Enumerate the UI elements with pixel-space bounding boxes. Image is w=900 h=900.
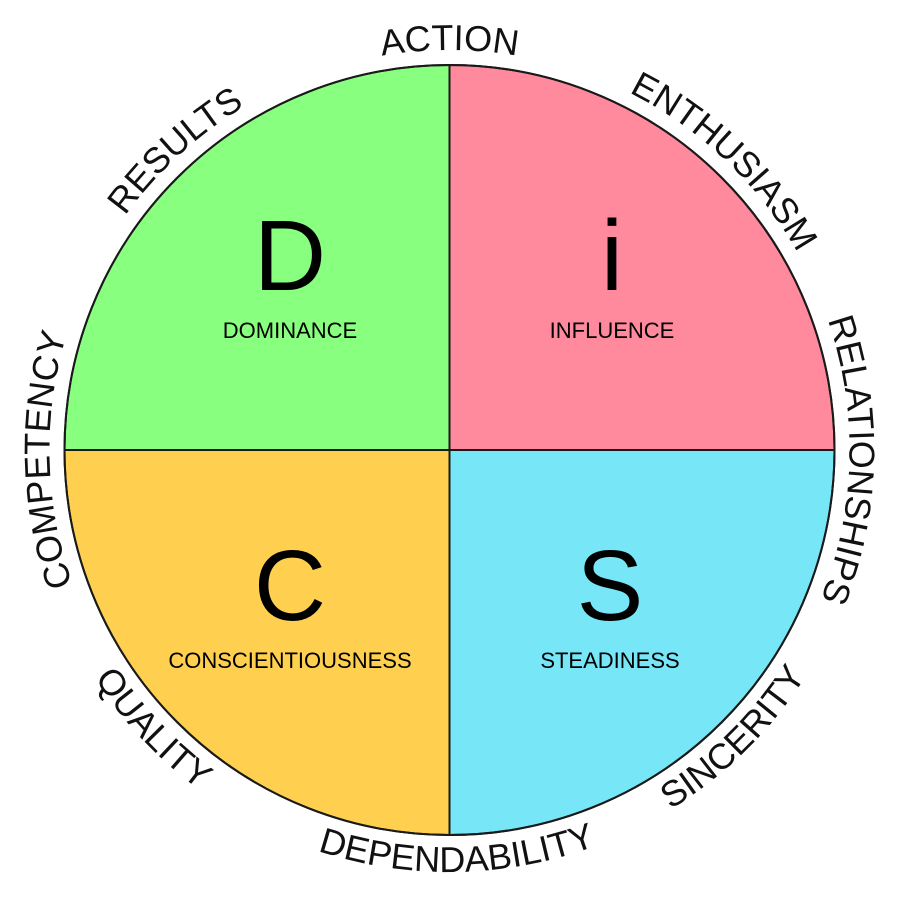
letter-d: D xyxy=(254,200,326,312)
circle-outline xyxy=(63,64,836,836)
quadrant-influence xyxy=(448,63,836,451)
letter-c: C xyxy=(254,530,326,642)
label-action: ACTION xyxy=(377,17,521,64)
svg-text:ACTION: ACTION xyxy=(377,17,521,64)
label-dominance: DOMINANCE xyxy=(223,318,357,343)
letter-i: i xyxy=(601,200,623,312)
label-conscientiousness: CONSCIENTIOUSNESS xyxy=(168,648,411,673)
label-steadiness: STEADINESS xyxy=(540,648,679,673)
label-influence: INFLUENCE xyxy=(550,318,675,343)
quadrant-steadiness xyxy=(448,449,836,837)
letter-s: S xyxy=(577,530,644,642)
quadrant-conscientiousness xyxy=(63,449,451,837)
